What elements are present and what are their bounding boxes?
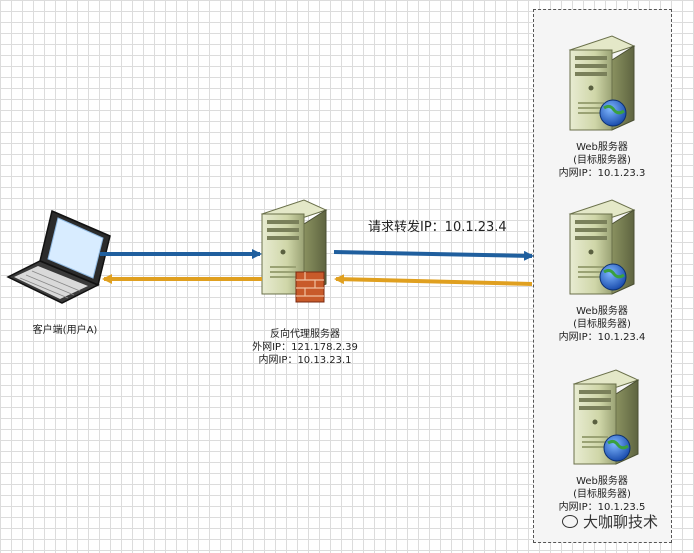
web-server-icon xyxy=(569,199,635,295)
web-server-ip: 内网IP：10.1.23.4 xyxy=(558,332,646,343)
web-server-ip: 内网IP：10.1.23.3 xyxy=(558,168,646,179)
web-server-label: Web服务器 (目标服务器) 内网IP：10.1.23.5 xyxy=(537,475,667,514)
proxy-title: 反向代理服务器 xyxy=(270,329,340,340)
web-server-subtitle: (目标服务器) xyxy=(573,489,631,500)
web-server-title: Web服务器 xyxy=(576,306,628,317)
web-server-icon xyxy=(569,35,635,131)
laptop-icon xyxy=(6,209,111,304)
forward-label: 请求转发IP：10.1.23.4 xyxy=(368,220,507,235)
web-server-subtitle: (目标服务器) xyxy=(573,319,631,330)
web-server-label: Web服务器 (目标服务器) 内网IP：10.1.23.3 xyxy=(537,141,667,180)
watermark: 大咖聊技术 xyxy=(562,511,658,532)
web-server-label: Web服务器 (目标服务器) 内网IP：10.1.23.4 xyxy=(537,305,667,344)
proxy-internal-ip: 内网IP：10.13.23.1 xyxy=(258,355,352,366)
proxy-label: 反向代理服务器 外网IP：121.178.2.39 内网IP：10.13.23.… xyxy=(230,328,380,367)
watermark-text: 大咖聊技术 xyxy=(583,513,659,531)
wechat-icon xyxy=(562,515,578,528)
web-server-icon xyxy=(573,369,639,465)
web-server-title: Web服务器 xyxy=(576,476,628,487)
web-server-subtitle: (目标服务器) xyxy=(573,155,631,166)
client-label: 客户端(用户A) xyxy=(32,325,98,336)
request-arrow-proxy-to-web xyxy=(333,250,534,261)
web-server-ip: 内网IP：10.1.23.5 xyxy=(558,502,646,513)
response-arrow-web-to-proxy xyxy=(334,274,533,286)
server-firewall-icon xyxy=(261,199,327,303)
web-server-title: Web服务器 xyxy=(576,142,628,153)
proxy-external-ip: 外网IP：121.178.2.39 xyxy=(252,342,358,353)
